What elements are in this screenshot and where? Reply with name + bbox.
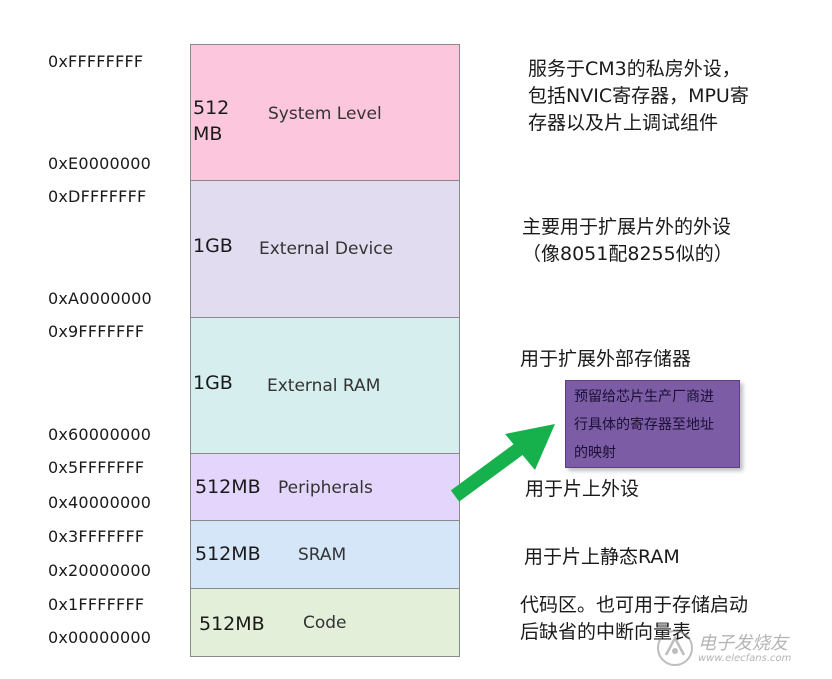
elecfans-logo-icon — [657, 630, 693, 666]
region-code: 512MB Code — [190, 588, 460, 657]
region-sram: 512MB SRAM — [190, 520, 460, 589]
note-line: 后缺省的中断向量表 — [520, 621, 692, 643]
elecfans-watermark: 电子发烧友 www.elecfans.com — [654, 627, 826, 671]
address-label-40000000: 0x40000000 — [48, 493, 152, 512]
note-code: 代码区。也可用于存储启动 后缺省的中断向量表 — [520, 592, 748, 646]
note-external-ram: 用于扩展外部存储器 — [520, 348, 692, 370]
region-size: 1GB — [193, 235, 233, 257]
note-peripherals: 用于片上外设 — [525, 478, 640, 500]
address-label-dfffffff: 0xDFFFFFFF — [48, 187, 147, 206]
address-label-e0000000: 0xE0000000 — [48, 154, 152, 173]
region-name: SRAM — [298, 545, 347, 565]
region-name: Code — [303, 613, 347, 633]
region-name: External RAM — [267, 376, 381, 396]
note-external-device: 主要用于扩展片外的外设 （像8051配8255似的） — [522, 214, 733, 268]
region-size: 512MB — [199, 613, 265, 635]
region-size-number: 512 — [193, 97, 230, 119]
address-label-20000000: 0x20000000 — [48, 561, 152, 580]
region-external-ram: 1GB External RAM — [190, 317, 460, 454]
callout-line: 的映射 — [574, 445, 616, 461]
region-size: 512 MB — [193, 95, 229, 147]
note-line: 代码区。也可用于存储启动 — [520, 594, 749, 616]
green-arrow — [450, 424, 555, 502]
region-peripherals: 512MB Peripherals — [190, 453, 460, 521]
region-size-unit: MB — [193, 123, 223, 145]
green-arrow-shaft — [450, 440, 528, 502]
note-system-level: 服务于CM3的私房外设， 包括NVIC寄存器，MPU寄 存器以及片上调试组件 — [528, 56, 749, 137]
address-label-00000000: 0x00000000 — [48, 628, 152, 647]
callout-line: 行具体的寄存器至地址 — [574, 417, 714, 433]
region-name: External Device — [259, 239, 394, 259]
callout-line: 预留给芯片生产厂商进 — [574, 389, 714, 405]
region-size: 1GB — [193, 372, 233, 394]
region-system-level: 512 MB System Level — [190, 44, 460, 181]
green-arrow-head — [505, 424, 555, 470]
region-name: System Level — [268, 104, 382, 124]
note-line: 主要用于扩展片外的外设 — [522, 216, 732, 238]
address-label-5fffffff: 0x5FFFFFFF — [48, 458, 145, 477]
vendor-callout-box: 预留给芯片生产厂商进 行具体的寄存器至地址 的映射 — [565, 380, 740, 468]
address-label-ffffffff: 0xFFFFFFFF — [48, 52, 144, 71]
address-label-a0000000: 0xA0000000 — [48, 289, 152, 308]
watermark-url: www.elecfans.com — [698, 653, 792, 664]
region-size: 512MB — [195, 476, 261, 498]
address-label-3fffffff: 0x3FFFFFFF — [48, 527, 145, 546]
region-name: Peripherals — [278, 478, 373, 498]
note-line: 服务于CM3的私房外设， — [528, 58, 741, 80]
note-line: 存器以及片上调试组件 — [528, 112, 719, 134]
address-label-60000000: 0x60000000 — [48, 425, 152, 444]
address-label-9fffffff: 0x9FFFFFFF — [48, 322, 145, 341]
note-sram: 用于片上静态RAM — [524, 546, 680, 568]
address-label-1fffffff: 0x1FFFFFFF — [48, 595, 145, 614]
region-size: 512MB — [195, 543, 261, 565]
note-line: 包括NVIC寄存器，MPU寄 — [528, 85, 749, 107]
region-external-device: 1GB External Device — [190, 180, 460, 318]
watermark-title: 电子发烧友 — [698, 633, 788, 654]
note-line: （像8051配8255似的） — [522, 243, 733, 265]
